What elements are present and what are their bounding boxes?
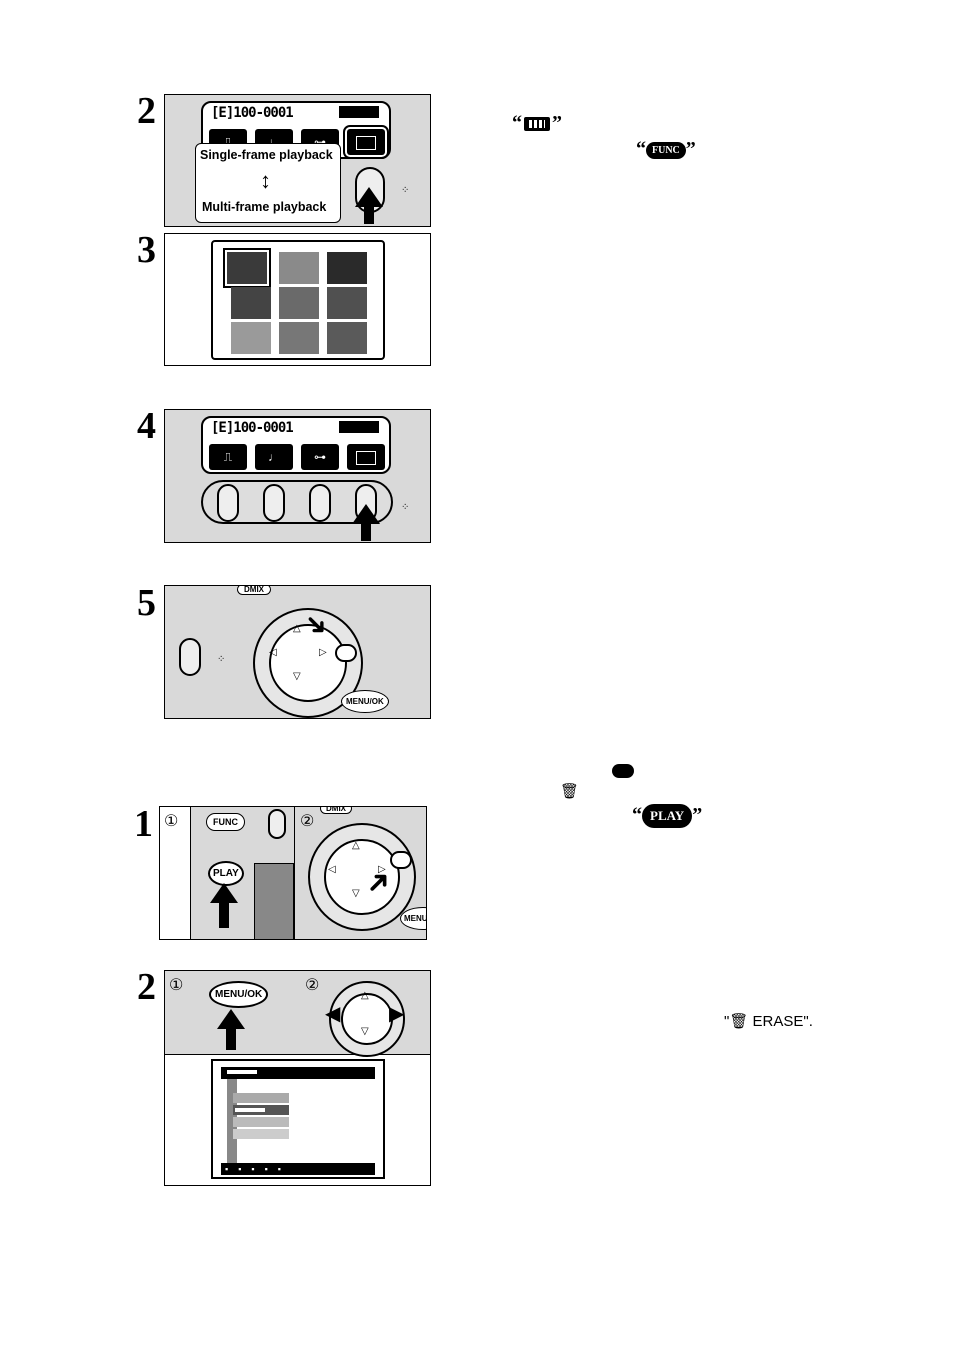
lcd-screen <box>211 240 385 360</box>
right-arrow-icon: ▶ <box>389 1001 404 1026</box>
thumbnail-6 <box>327 287 367 319</box>
step-circle-2: ② <box>300 811 314 831</box>
menu-header-highlight <box>227 1070 257 1074</box>
lever-switch <box>390 851 412 869</box>
quote-func-button: “FUNC” <box>636 138 696 161</box>
dial-up-icon: △ <box>361 991 369 1001</box>
func-button: FUNC <box>206 813 245 831</box>
dmix-button: DMIX <box>237 585 271 595</box>
multi-frame-icon <box>524 117 550 131</box>
erase-step-2-number: 2 <box>137 968 156 1006</box>
menu-option-3 <box>233 1129 289 1139</box>
speaker-grille: ⁘ <box>401 187 409 195</box>
erase-step-1-illustration: ① FUNC PLAY ② DMIX △ ◁ ▷ ▽ ➜ MENU/OK <box>159 806 427 940</box>
step-2-illustration: [E]100-0001 ⎍ ♩ ⊶ Single-frame playback … <box>164 94 431 227</box>
lcd-button-4 <box>347 444 385 470</box>
step-4-illustration: [E]100-0001 ⎍ ♩ ⊶ ⁘ <box>164 409 431 543</box>
erase-text: ERASE". <box>748 1013 813 1030</box>
lcd-button-3: ⊶ <box>301 444 339 470</box>
battery-indicator <box>339 106 379 118</box>
dial-left-icon: ◁ <box>328 865 336 875</box>
press-arrow-stem <box>219 902 229 928</box>
quote-play-button: “PLAY” <box>632 804 702 828</box>
dial-down-icon: ▽ <box>293 672 301 682</box>
erase-label: "🗑 ERASE". <box>724 1012 813 1030</box>
right-half: ② DMIX △ ◁ ▷ ▽ ➜ MENU/OK <box>294 807 427 940</box>
dial-right-icon: ▷ <box>319 648 327 658</box>
quote-multi-frame: “” <box>512 112 562 135</box>
trash-icon: 🗑 <box>560 782 579 800</box>
thumbnail-3 <box>327 252 367 284</box>
dial-left-icon: ◁ <box>269 648 277 658</box>
step-circle-2: ② <box>305 975 319 995</box>
battery-indicator <box>339 421 379 433</box>
multi-frame-label: Multi-frame playback <box>202 200 326 214</box>
menu-ok-icon <box>612 764 634 778</box>
thumbnail-9 <box>327 322 367 354</box>
step-circle-1: ① <box>164 811 178 831</box>
lcd-frame-number: [E]100-0001 <box>211 105 293 121</box>
press-arrow-icon <box>352 504 380 524</box>
menu-ok-button: MENU/OK <box>400 907 427 930</box>
erase-step-2-illustration: ① MENU/OK ② △ ▽ ◀ ▶ ▪▪▪▪▪ <box>164 970 431 1186</box>
thumbnail-5 <box>279 287 319 319</box>
erase-step-1-number: 1 <box>134 805 153 843</box>
left-arrow-icon: ◀ <box>325 1001 340 1026</box>
single-frame-label: Single-frame playback <box>200 148 333 162</box>
lcd-button-4 <box>347 129 385 155</box>
dmix-button: DMIX <box>320 806 352 814</box>
thumbnail-1 <box>227 252 267 284</box>
function-button-2 <box>263 484 285 522</box>
step-2-number: 2 <box>137 92 156 130</box>
menu-ok-button: MENU/OK <box>341 690 389 713</box>
lcd-button-1: ⎍ <box>209 444 247 470</box>
press-arrow-icon <box>217 1009 245 1029</box>
lcd-monitor <box>254 863 294 940</box>
step-circle-1: ① <box>169 975 183 995</box>
top-right-half: ② △ ▽ ◀ ▶ <box>299 971 431 1055</box>
menu-ok-button: MENU/OK <box>209 981 268 1008</box>
menu-option-selected-label <box>235 1108 265 1112</box>
step-3-illustration <box>164 233 431 366</box>
press-arrow-icon <box>355 187 383 207</box>
thumbnail-7 <box>231 322 271 354</box>
side-button <box>268 809 286 839</box>
menu-option-1 <box>233 1093 289 1103</box>
dial-up-icon: △ <box>352 841 360 851</box>
step-5-number: 5 <box>137 584 156 622</box>
dial-down-icon: ▽ <box>352 889 360 899</box>
double-arrow-icon: ↕ <box>260 164 271 198</box>
speaker-grille: ⁘ <box>401 504 409 512</box>
top-left-half: ① MENU/OK <box>165 971 300 1055</box>
thumbnail-2 <box>279 252 319 284</box>
step-5-illustration: DMIX △ ◁ ▷ ▽ ➜ MENU/OK ⁘ <box>164 585 431 719</box>
menu-footer-bar: ▪▪▪▪▪ <box>221 1163 375 1175</box>
trash-icon: 🗑 <box>729 1013 748 1030</box>
lcd-display: [E]100-0001 ⎍ ♩ ⊶ <box>201 416 391 474</box>
press-arrow-stem <box>361 523 371 541</box>
menu-option-2 <box>233 1117 289 1127</box>
playback-callout: Single-frame playback ↕ Multi-frame play… <box>195 143 341 223</box>
side-button <box>179 638 201 676</box>
lever-switch <box>335 644 357 662</box>
menu-screen: ▪▪▪▪▪ <box>211 1059 385 1179</box>
func-button-icon: FUNC <box>646 142 686 159</box>
play-button-icon: PLAY <box>642 804 692 828</box>
thumbnail-8 <box>279 322 319 354</box>
function-button-1 <box>217 484 239 522</box>
lcd-frame-number: [E]100-0001 <box>211 420 293 436</box>
press-arrow-icon <box>210 883 238 903</box>
step-4-number: 4 <box>137 407 156 445</box>
lcd-button-2: ♩ <box>255 444 293 470</box>
thumbnail-4 <box>231 287 271 319</box>
press-arrow-stem <box>364 206 374 224</box>
speaker-grille: ⁘ <box>217 656 225 664</box>
dial-down-icon: ▽ <box>361 1027 369 1037</box>
step-3-number: 3 <box>137 231 156 269</box>
function-button-3 <box>309 484 331 522</box>
left-half: ① FUNC PLAY <box>160 807 295 940</box>
press-arrow-stem <box>226 1028 236 1050</box>
